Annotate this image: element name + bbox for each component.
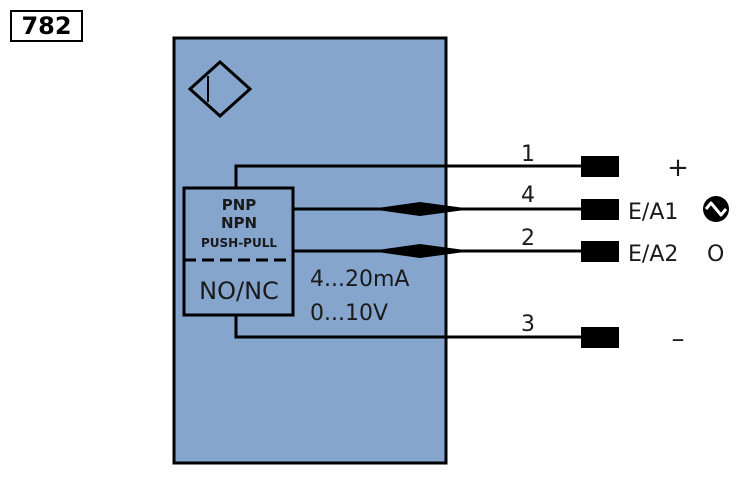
- pin-number-1: 1: [521, 142, 535, 167]
- pin-number-4: 4: [521, 183, 535, 208]
- wire-pin-3: [234, 315, 583, 339]
- output-type-push-pull: PUSH-PULL: [201, 236, 277, 250]
- pin-function-ea2-suffix: O: [707, 242, 724, 267]
- output-type-npn: NPN: [221, 214, 257, 232]
- output-type-pnp: PNP: [222, 196, 257, 214]
- pin-function-minus: –: [672, 324, 685, 354]
- switch-mode-label: NO/NC: [199, 277, 279, 305]
- terminal-pin-1: [581, 156, 619, 177]
- terminal-pin-4: [581, 199, 619, 220]
- analog-output-voltage: 0...10V: [310, 301, 388, 326]
- bidirectional-marker-pin-2: [370, 244, 472, 258]
- terminal-pin-3: [581, 327, 619, 348]
- pin-number-3: 3: [521, 312, 535, 337]
- io-link-icon: [703, 196, 729, 222]
- pin-function-ea1: E/A1: [628, 200, 678, 225]
- pin-function-plus: +: [667, 153, 689, 183]
- diamond-sensor-icon: [187, 59, 253, 119]
- bidirectional-marker-pin-4: [370, 202, 472, 216]
- wire-pin-1: [234, 164, 583, 188]
- pin-number-2: 2: [521, 226, 535, 251]
- pin-function-ea2: E/A2: [628, 242, 678, 267]
- analog-output-current: 4...20mA: [310, 267, 409, 292]
- terminal-pin-2: [581, 241, 619, 262]
- diagram-number: 782: [10, 10, 83, 42]
